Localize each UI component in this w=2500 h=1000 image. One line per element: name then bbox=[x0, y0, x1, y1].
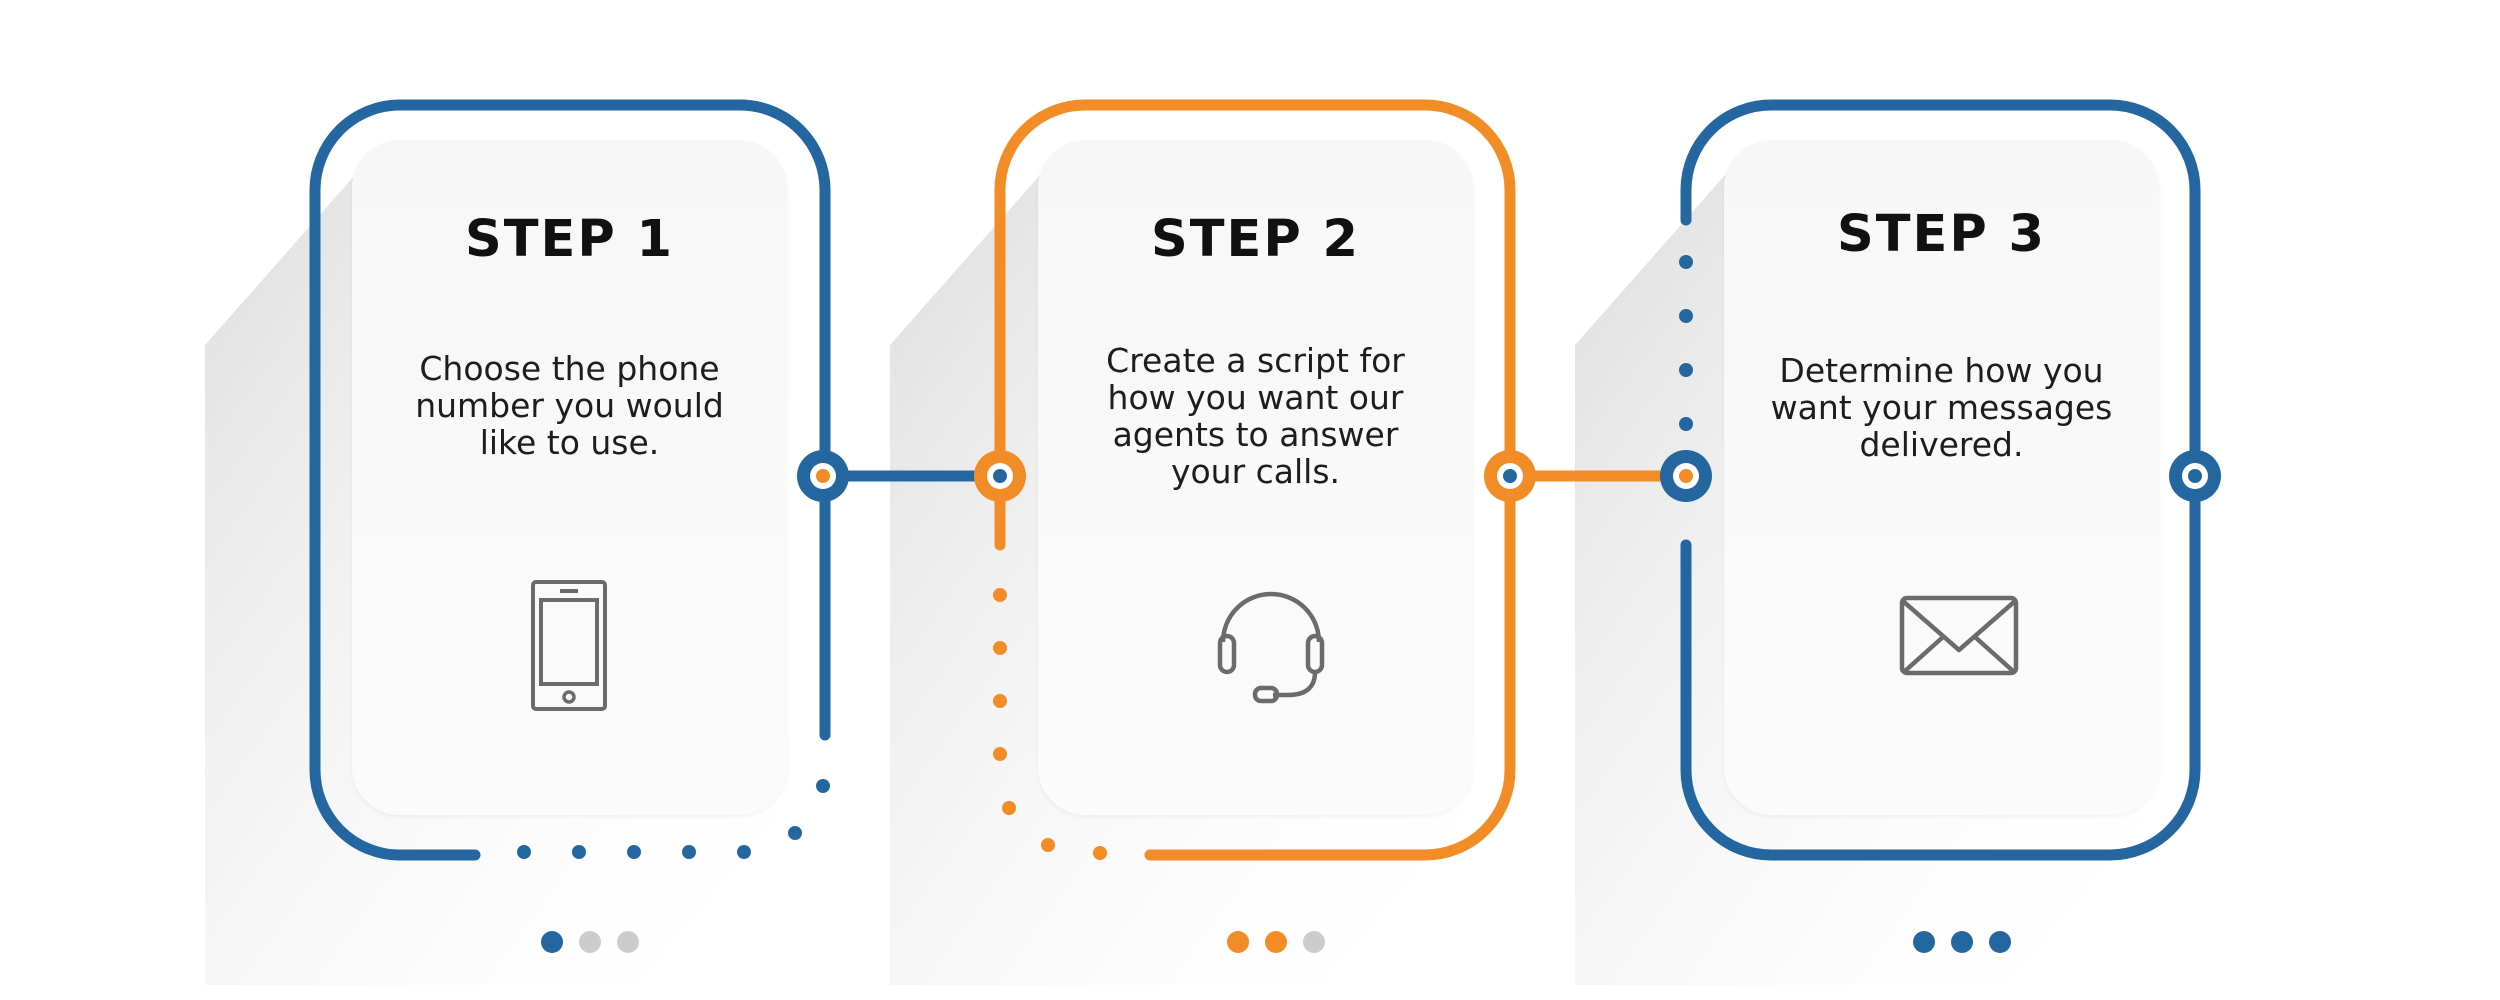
step-3-dotted-trail bbox=[1679, 255, 1693, 431]
step-1-card: STEP 1 Choose the phone number you would… bbox=[352, 140, 787, 815]
progress-dot bbox=[579, 931, 601, 953]
progress-dot bbox=[1951, 931, 1973, 953]
step-2-card: STEP 2 Create a script for how you want … bbox=[1038, 140, 1473, 815]
progress-dot bbox=[617, 931, 639, 953]
step-3-card: STEP 3 Determine how you want your messa… bbox=[1724, 140, 2159, 815]
node-2-left bbox=[974, 450, 1026, 502]
step-2-frame bbox=[994, 99, 1516, 861]
progress-dot bbox=[1303, 931, 1325, 953]
node-3-right bbox=[2169, 450, 2221, 502]
step-3-description: Determine how you want your messages del… bbox=[1770, 351, 2113, 464]
node-1-right bbox=[797, 450, 849, 502]
step-2-dotted-trail bbox=[993, 588, 1107, 860]
progress-dot bbox=[1989, 931, 2011, 953]
step-1-frame bbox=[309, 99, 831, 861]
node-3-left bbox=[1660, 450, 1712, 502]
step-1-dotted-trail bbox=[517, 779, 830, 859]
step-1-description: Choose the phone number you would like t… bbox=[415, 349, 724, 462]
node-2-right bbox=[1484, 450, 1536, 502]
envelope-icon bbox=[1899, 595, 2019, 676]
headset-icon bbox=[1217, 591, 1325, 704]
progress-dot bbox=[541, 931, 563, 953]
step-3-title: STEP 3 bbox=[1837, 205, 2046, 264]
progress-dot bbox=[1265, 931, 1287, 953]
step-2-description: Create a script for how you want our age… bbox=[1106, 341, 1405, 491]
step-1-title: STEP 1 bbox=[465, 210, 674, 269]
step-2-title: STEP 2 bbox=[1151, 210, 1360, 269]
progress-dot bbox=[1913, 931, 1935, 953]
smartphone-icon bbox=[531, 580, 607, 711]
progress-dot bbox=[1227, 931, 1249, 953]
